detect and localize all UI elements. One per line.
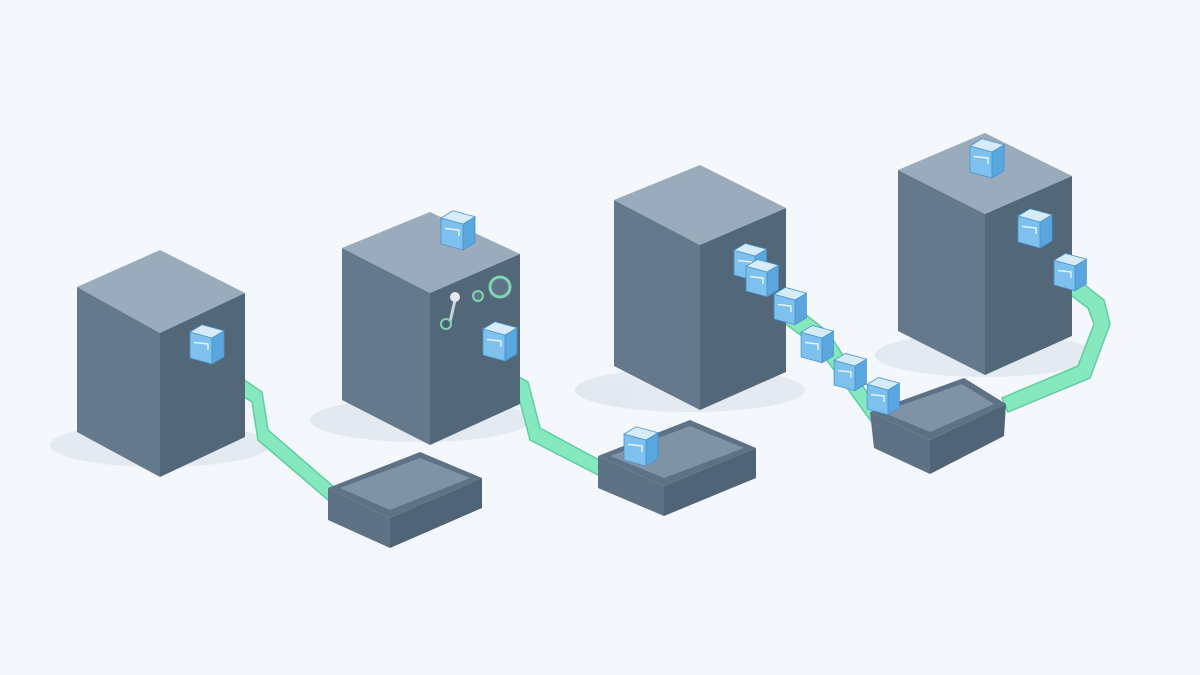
document-top	[439, 210, 477, 225]
tower-left-face	[614, 200, 700, 410]
document-top	[622, 426, 660, 441]
document-icon	[800, 325, 835, 364]
bin-front-right	[930, 404, 1006, 474]
bin-inner	[340, 458, 470, 510]
document-icon	[622, 426, 660, 467]
tower-1	[77, 250, 245, 477]
document-fold	[838, 369, 852, 378]
control-knob-small	[472, 290, 484, 302]
document-top	[773, 287, 808, 301]
document-fold	[778, 303, 792, 312]
bin-inner	[882, 384, 994, 432]
document-top	[1016, 208, 1054, 223]
bin-1	[328, 452, 482, 548]
document-icon	[188, 324, 226, 365]
document-fold	[805, 341, 819, 350]
bin-2	[598, 420, 756, 516]
towers	[77, 133, 1072, 477]
document-fold	[627, 443, 643, 452]
tower-left-face	[77, 287, 160, 477]
lever-shaft	[448, 299, 457, 323]
document-icon	[1053, 253, 1088, 292]
document-top	[800, 325, 835, 339]
bin-front-left	[328, 488, 390, 548]
document-icon	[1016, 208, 1054, 249]
bin-3	[870, 378, 1006, 474]
control-panel	[440, 275, 512, 330]
lever-knob	[450, 292, 460, 302]
document-fold	[750, 275, 764, 284]
lever-base	[440, 318, 452, 330]
document-fold	[871, 393, 885, 402]
document-fold	[1021, 225, 1037, 234]
document-top	[188, 324, 226, 339]
document-top	[833, 353, 868, 367]
document-icon	[439, 210, 477, 251]
document-icon	[773, 287, 808, 326]
document-top	[1053, 253, 1088, 267]
tower-left-face	[898, 170, 985, 375]
document-top	[866, 377, 901, 391]
bin-front-right	[390, 478, 482, 548]
document-icon	[866, 377, 901, 416]
tower-top	[614, 165, 786, 245]
document-top	[745, 259, 780, 273]
tower-left-face	[342, 248, 430, 445]
tower-2	[342, 212, 520, 445]
document-top	[968, 138, 1006, 153]
bin-front-left	[598, 456, 664, 516]
document-icon	[481, 321, 519, 362]
document-icon	[745, 259, 780, 298]
bin-front-left	[870, 412, 930, 474]
tower-top	[77, 250, 245, 333]
document-top	[481, 321, 519, 336]
bin-front-right	[664, 448, 756, 516]
tower-top	[342, 212, 520, 293]
document-fold	[444, 227, 460, 236]
document-fold	[1058, 269, 1072, 278]
document-fold	[973, 155, 989, 164]
control-knob-large	[488, 275, 512, 299]
tower-4	[898, 133, 1072, 375]
document-icon	[968, 138, 1006, 179]
document-fold	[193, 341, 209, 350]
document-icon	[833, 353, 868, 392]
document-top	[733, 243, 768, 257]
document-fold	[486, 338, 502, 347]
tower-right-face	[430, 254, 520, 445]
documents	[188, 138, 1088, 467]
